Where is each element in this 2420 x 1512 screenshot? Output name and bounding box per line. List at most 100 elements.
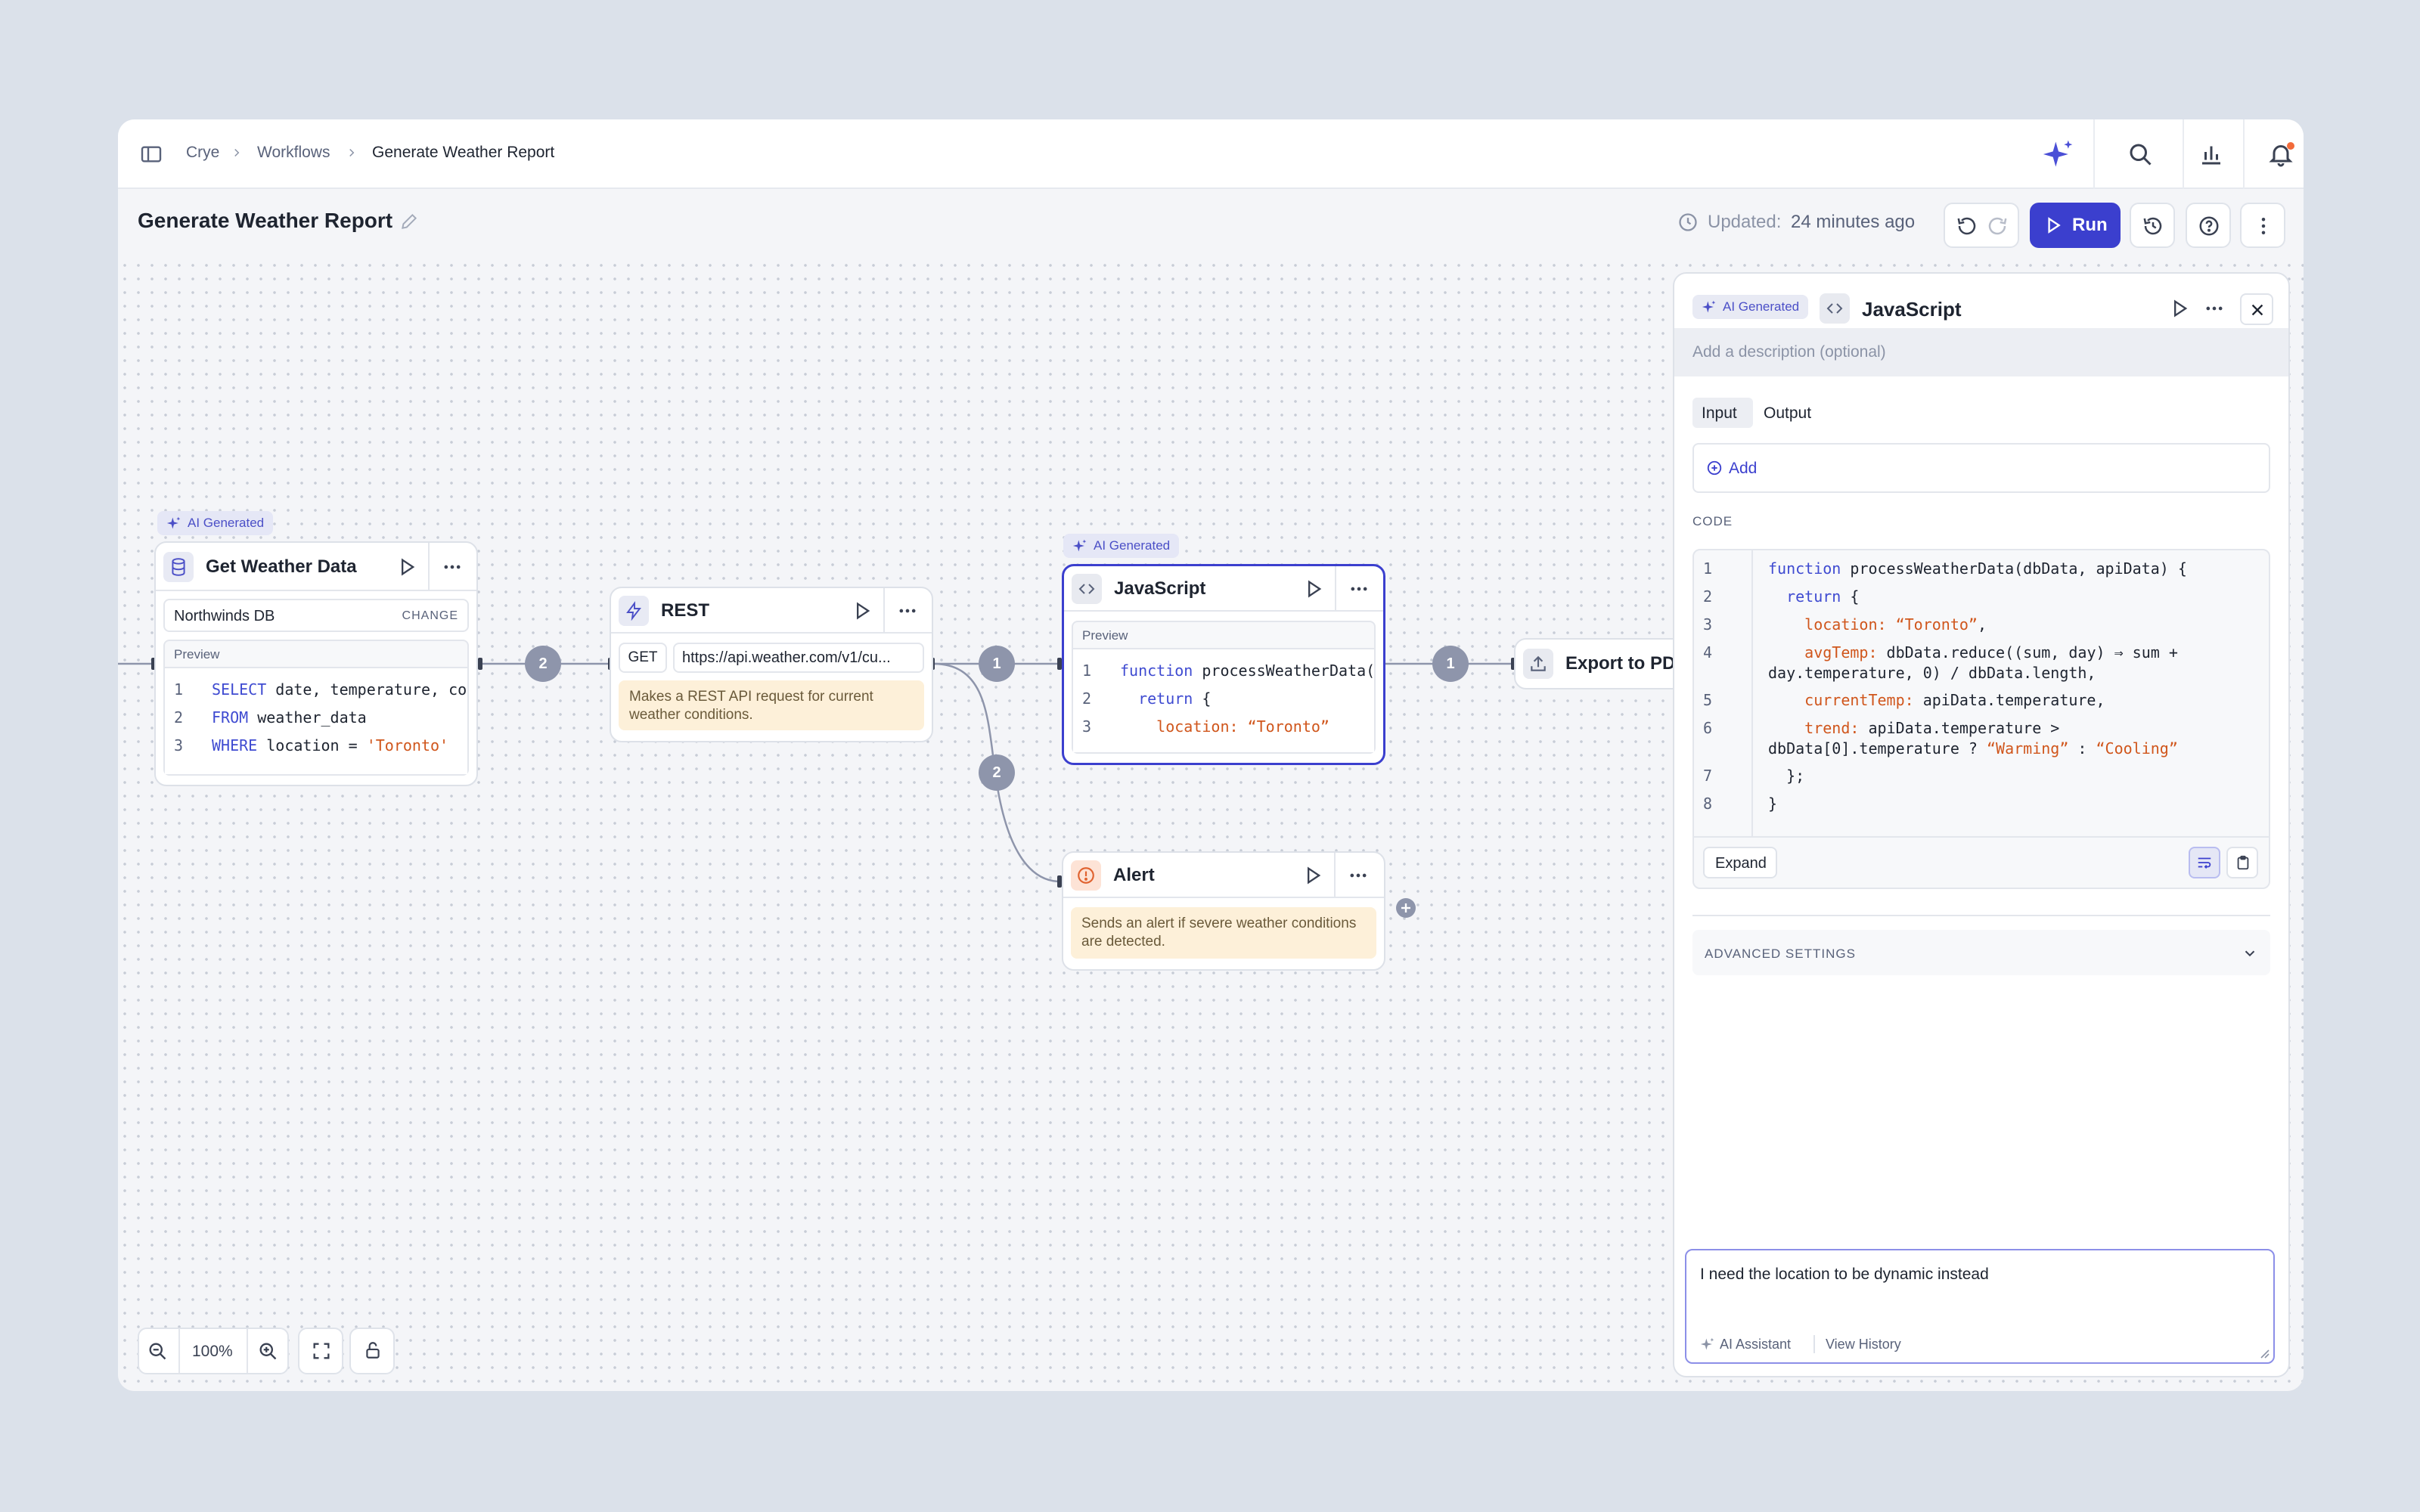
sidebar-toggle-icon[interactable] (139, 142, 163, 166)
chevron-right-icon (234, 148, 240, 157)
redo-icon[interactable] (1986, 215, 2009, 237)
node-alert[interactable]: Alert Sends an alert if severe weather c… (1062, 851, 1385, 971)
sparkle-icon (1072, 539, 1087, 552)
node-config-panel: AI Generated JavaScript Add a descriptio… (1673, 272, 2290, 1377)
plus-circle-icon (1707, 460, 1722, 476)
resize-handle-icon[interactable] (2258, 1347, 2270, 1359)
ai-assistant-label: AI Assistant (1720, 1337, 1792, 1352)
history-button[interactable] (2130, 203, 2175, 248)
pencil-icon[interactable] (399, 212, 419, 231)
more-horizontal-icon[interactable] (1348, 865, 1369, 886)
change-source-button[interactable]: CHANGE (402, 609, 458, 622)
play-icon[interactable] (396, 556, 417, 578)
bell-icon[interactable] (2267, 141, 2294, 168)
code-line: location: “Toronto” (1120, 717, 1329, 736)
notification-dot (2287, 142, 2294, 150)
upload-icon (1523, 649, 1553, 679)
close-panel-button[interactable] (2240, 293, 2273, 325)
edge-count-badge[interactable]: 2 (525, 646, 561, 682)
zoom-in-icon[interactable] (257, 1340, 278, 1362)
wrap-toggle-button[interactable] (2189, 847, 2220, 878)
node-title: REST (661, 600, 710, 621)
expand-button[interactable]: Expand (1703, 847, 1777, 878)
code-line: dbData[0].temperature ? “Warming” : “Coo… (1694, 739, 2269, 761)
code-line: 3 location: “Toronto”, (1694, 615, 2269, 637)
line-number: 3 (1082, 717, 1092, 736)
line-number: 3 (1703, 615, 1713, 634)
help-button[interactable] (2186, 203, 2231, 248)
advanced-settings-toggle[interactable]: ADVANCED SETTINGS (1692, 930, 2270, 975)
description-input[interactable]: Add a description (optional) (1674, 328, 2288, 376)
chevron-right-icon (349, 148, 355, 157)
node-title: JavaScript (1114, 578, 1206, 599)
ai-badge-label: AI Generated (188, 516, 265, 530)
more-horizontal-icon[interactable] (2204, 298, 2225, 319)
tab-output[interactable]: Output (1754, 398, 1823, 428)
http-method-select[interactable]: GET (619, 643, 667, 673)
view-history-link[interactable]: View History (1826, 1337, 1901, 1352)
code-icon (1820, 293, 1850, 324)
node-javascript[interactable]: JavaScript Preview 1 function processWea… (1062, 564, 1385, 765)
code-line: 1 function processWeatherData(dbData, api… (1694, 559, 2269, 581)
code-line: 2 return { (1694, 587, 2269, 609)
undo-redo-group (1944, 203, 2019, 248)
code-text: }; (1768, 767, 1805, 785)
edge-count-badge[interactable]: 2 (979, 754, 1015, 791)
history-icon (2143, 217, 2162, 235)
undo-icon[interactable] (1956, 215, 1978, 237)
more-horizontal-icon[interactable] (442, 556, 463, 578)
search-icon[interactable] (2127, 141, 2154, 168)
more-horizontal-icon[interactable] (1348, 578, 1370, 600)
page-title: Generate Weather Report (138, 209, 393, 232)
edge-count-badge[interactable]: 1 (1432, 646, 1469, 682)
fit-view-button[interactable] (298, 1328, 343, 1374)
more-vertical-icon (2261, 218, 2266, 234)
code-text: function processWeatherData(dbData, apiD… (1768, 559, 2187, 578)
code-text: location: “Toronto”, (1768, 615, 1987, 634)
more-menu-button[interactable] (2240, 203, 2285, 248)
sparkle-icon (166, 516, 181, 529)
plus-icon (1401, 903, 1410, 912)
code-editor[interactable]: 1 function processWeatherData(dbData, api… (1692, 549, 2270, 889)
node-get-weather-data[interactable]: Get Weather Data Northwinds DB CHANGE Pr… (154, 541, 478, 786)
source-name: Northwinds DB (174, 608, 275, 624)
code-text: avgTemp: dbData.reduce((sum, day) ⇒ sum … (1768, 643, 2178, 662)
copy-code-button[interactable] (2226, 847, 2258, 878)
play-icon[interactable] (1302, 865, 1323, 886)
zoom-out-icon[interactable] (147, 1340, 168, 1362)
add-node-button[interactable] (1396, 898, 1416, 918)
node-rest[interactable]: REST GET https://api.weather.com/v1/cu..… (610, 587, 933, 742)
ai-chat-input[interactable]: I need the location to be dynamic instea… (1685, 1249, 2275, 1364)
code-line: 7 }; (1694, 767, 2269, 788)
sparkle-icon[interactable] (2042, 138, 2075, 171)
play-icon[interactable] (1303, 578, 1324, 600)
play-icon[interactable] (2169, 298, 2190, 319)
source-selector[interactable]: Northwinds DB CHANGE (163, 599, 469, 632)
code-line: function processWeatherData( (1120, 662, 1373, 680)
url-input[interactable]: https://api.weather.com/v1/cu... (673, 643, 924, 673)
more-horizontal-icon[interactable] (897, 600, 918, 621)
preview-label: Preview (174, 647, 220, 662)
edge-count-badge[interactable]: 1 (979, 646, 1015, 682)
run-button[interactable]: Run (2030, 203, 2121, 248)
breadcrumb-workflows[interactable]: Workflows (257, 144, 330, 161)
node-description: Makes a REST API request for current wea… (619, 680, 924, 730)
preview-label: Preview (1082, 628, 1128, 643)
sql-preview: 1 SELECT date, temperature, co 2 FROM we… (165, 667, 467, 774)
add-input-button[interactable]: Add (1692, 443, 2270, 493)
code-text: day.temperature, 0) / dbData.length, (1768, 664, 2096, 682)
chat-input-value: I need the location to be dynamic instea… (1700, 1266, 1989, 1283)
node-description: Sends an alert if severe weather conditi… (1071, 907, 1376, 959)
line-number: 1 (1703, 559, 1713, 578)
sparkle-icon (1700, 1337, 1714, 1350)
code-text: trend: apiData.temperature > (1768, 719, 2060, 737)
tab-input[interactable]: Input (1692, 398, 1753, 428)
lock-button[interactable] (349, 1328, 395, 1374)
breadcrumb-crye[interactable]: Crye (186, 144, 220, 161)
play-icon[interactable] (852, 600, 873, 621)
breadcrumb-current: Generate Weather Report (372, 144, 555, 161)
chart-icon[interactable] (2198, 141, 2225, 168)
code-line: 8} (1694, 795, 2269, 816)
advanced-settings-label: ADVANCED SETTINGS (1705, 947, 1856, 961)
ai-badge-label: AI Generated (1723, 299, 1800, 314)
